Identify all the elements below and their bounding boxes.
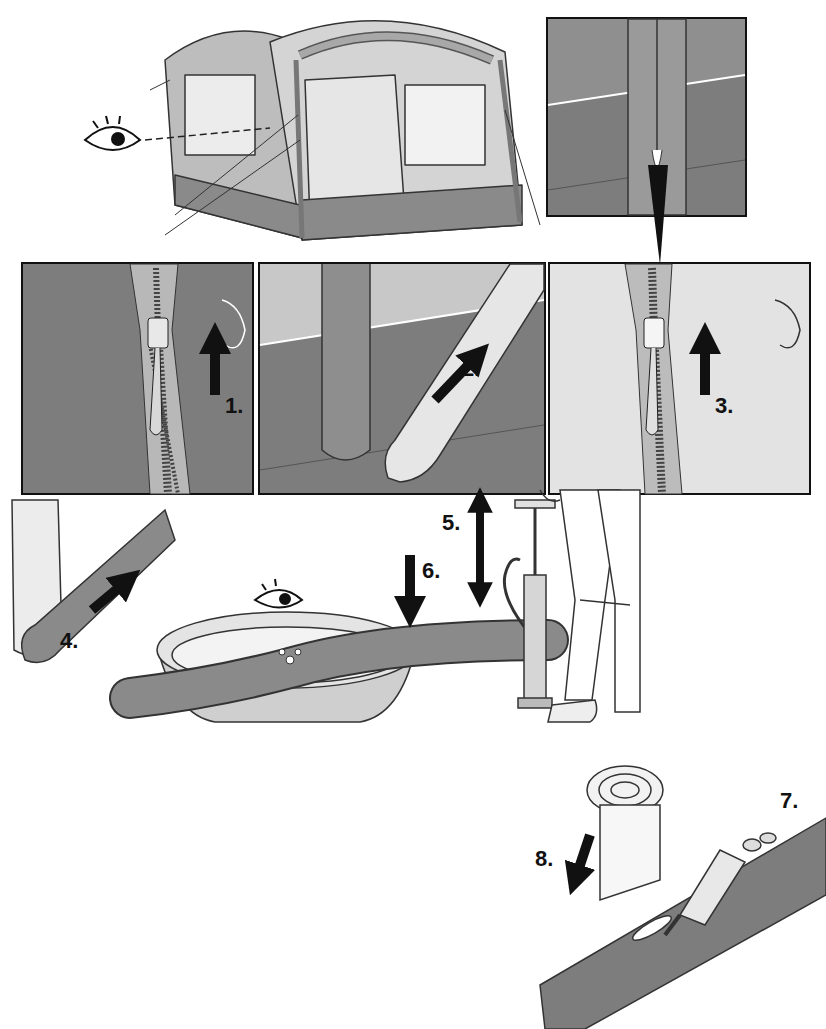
arrow: [575, 835, 590, 880]
sight-line: [145, 128, 270, 140]
step-panel: [549, 263, 810, 494]
callout-number: 8.: [535, 848, 553, 870]
step-panel: [22, 263, 253, 494]
person-legs: [540, 490, 640, 722]
arrow: [405, 555, 415, 612]
beam-removal: [12, 500, 175, 662]
patch-repair: [540, 766, 826, 1029]
eye-icon: [255, 579, 302, 608]
beam-outline: [130, 640, 548, 698]
arrow: [476, 500, 484, 595]
callout-number: 5.: [442, 512, 460, 534]
callout-number: 4.: [60, 630, 78, 652]
callout-number: 2.: [462, 358, 480, 380]
eye-icon: [85, 116, 140, 150]
callout-number: 6.: [422, 560, 440, 582]
hand-pump: [504, 500, 555, 708]
step-panel: [259, 263, 545, 494]
bubbles: [279, 649, 301, 664]
callout-number: 7.: [780, 790, 798, 812]
air-beam: [130, 640, 548, 698]
callout-number: 1.: [225, 395, 243, 417]
tent: [150, 21, 540, 240]
callout-number: 3.: [715, 395, 733, 417]
detail-inset: [547, 18, 746, 265]
